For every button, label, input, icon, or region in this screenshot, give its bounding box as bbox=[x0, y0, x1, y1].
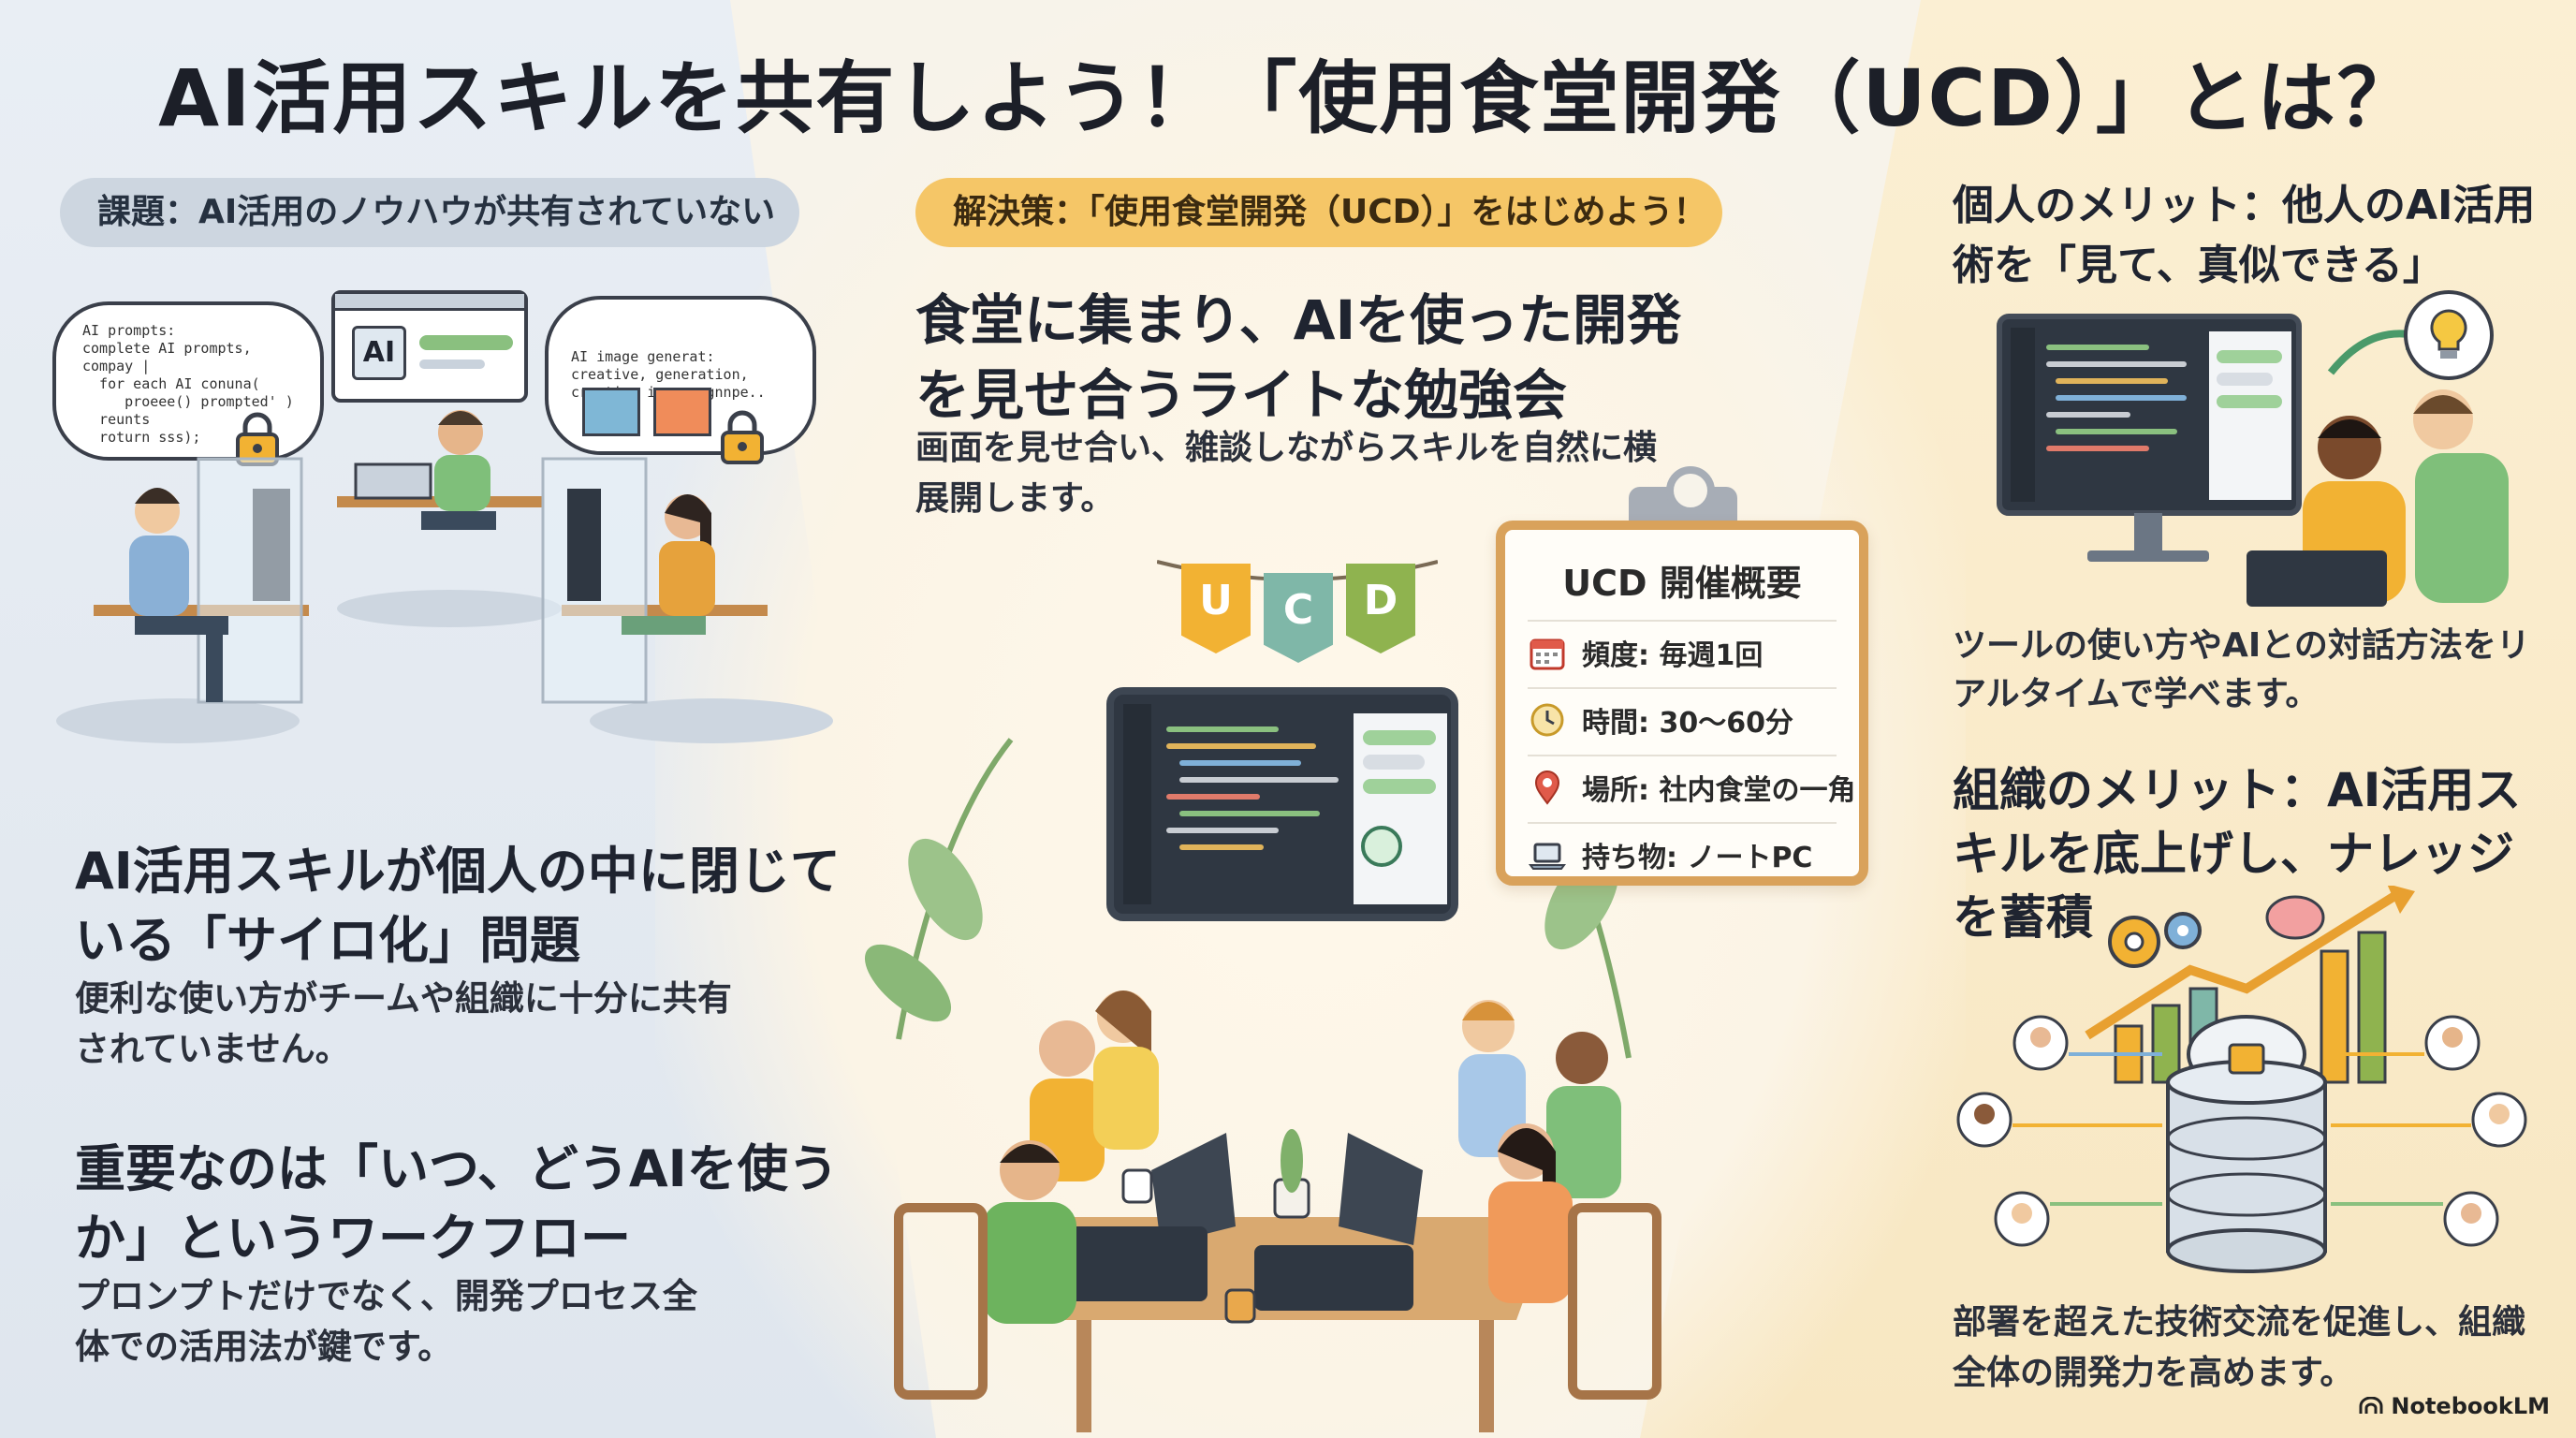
isolated-workers-drawing bbox=[56, 410, 833, 743]
solution-text: 画面を見せ合い、雑談しながらスキルを自然に横展開します。 bbox=[915, 429, 1658, 518]
board-row-frequency: 頻度: 毎週1回 bbox=[1528, 620, 1837, 683]
banner-flag-u: U bbox=[1181, 564, 1251, 653]
pair-learning-drawing bbox=[1997, 314, 2509, 607]
silo-problem-heading: AI活用スキルが個人の中に閉じている「サイロ化」問題 bbox=[75, 842, 841, 970]
notebooklm-brand: NotebookLM bbox=[2359, 1393, 2550, 1419]
image-thought-bubble: AI image generat: creative, generation, … bbox=[545, 296, 816, 455]
prompt-thought-bubble: AI prompts: complete AI prompts, compay … bbox=[52, 301, 324, 461]
board-frequency-text: 頻度: 毎週1回 bbox=[1582, 639, 1764, 672]
board-row-place: 場所: 社内食堂の一角 bbox=[1528, 755, 1855, 818]
person-avatars bbox=[1956, 1015, 2527, 1247]
clock-icon bbox=[1528, 700, 1567, 740]
laptop-icon bbox=[1528, 835, 1567, 874]
banner-flag-d: D bbox=[1346, 564, 1415, 653]
knowledge-base-drawing bbox=[1956, 884, 2527, 1273]
personal-merit-heading: 個人のメリット：他人のAI活用術を「見て、真似できる」 bbox=[1953, 182, 2536, 289]
page-title: AI活用スキルを共有しよう！「使用食堂開発（UCD）」とは？ bbox=[158, 52, 2418, 144]
pair-learning-illustration bbox=[1994, 290, 2555, 612]
banner-flag-c: C bbox=[1264, 573, 1333, 663]
cafeteria-scene bbox=[842, 646, 1685, 1438]
org-merit-text: 部署を超えた技術交流を促進し、組織全体の開発力を高めます。 bbox=[1953, 1303, 2526, 1392]
board-place-text: 場所: 社内食堂の一角 bbox=[1582, 774, 1856, 807]
silo-illustration: AI prompts: complete AI prompts, compay … bbox=[37, 271, 880, 758]
ucd-overview-board: UCD 開催概要 頻度: 毎週1回 時間: 30〜60分 場所: 社内食堂の一角… bbox=[1496, 521, 1868, 886]
brand-label: NotebookLM bbox=[2391, 1393, 2550, 1419]
board-row-time: 時間: 30〜60分 bbox=[1528, 687, 1837, 751]
lightbulb-icon bbox=[2404, 290, 2494, 380]
board-time-text: 時間: 30〜60分 bbox=[1582, 707, 1793, 740]
solution-heading: 食堂に集まり、AIを使った開発を見せ合うライトな勉強会 bbox=[915, 288, 1682, 427]
ai-screen-bubble: AI bbox=[331, 290, 528, 403]
solution-label: 解決策：「使用食堂開発（UCD）」をはじめよう！ bbox=[915, 178, 1722, 247]
workflow-heading: 重要なのは「いつ、どうAIを使うか」というワークフロー bbox=[75, 1139, 839, 1268]
calendar-icon bbox=[1528, 633, 1567, 672]
personal-merit-text: ツールの使い方やAIとの対話方法をリアルタイムで学べます。 bbox=[1953, 626, 2530, 713]
ai-screen-label: AI bbox=[352, 326, 406, 380]
location-pin-icon bbox=[1528, 768, 1567, 807]
problem-label: 課題：AI活用のノウハウが共有されていない bbox=[60, 178, 799, 247]
gear-icon bbox=[2108, 912, 2202, 968]
brain-icon bbox=[2265, 895, 2325, 940]
workflow-text: プロンプトだけでなく、開発プロセス全体での活用法が鍵です。 bbox=[75, 1276, 697, 1367]
silo-problem-text: 便利な使い方がチームや組織に十分に共有されていません。 bbox=[75, 978, 732, 1069]
board-title: UCD 開催概要 bbox=[1562, 563, 1802, 604]
board-items-text: 持ち物: ノートPC bbox=[1582, 842, 1813, 874]
notebooklm-logo-icon bbox=[2359, 1397, 2383, 1414]
org-merit-heading: 組織のメリット：AI活用スキルを底上げし、ナレッジを蓄積 bbox=[1953, 763, 2522, 945]
knowledge-base-illustration bbox=[1947, 884, 2546, 1279]
lock-icon bbox=[719, 410, 766, 468]
board-row-items: 持ち物: ノートPC bbox=[1528, 822, 1837, 886]
cafeteria-scene-drawing bbox=[864, 687, 1661, 1432]
